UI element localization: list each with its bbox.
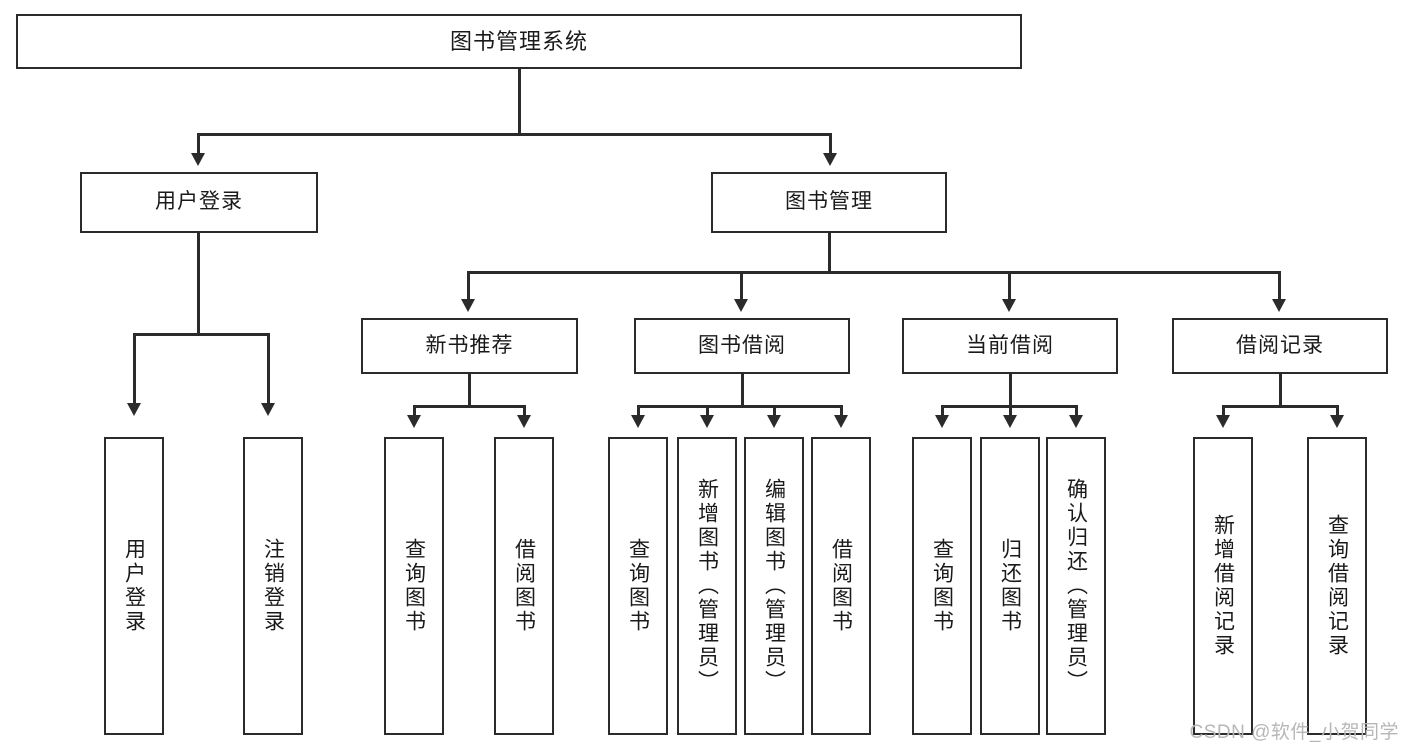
arrow-to-leaf-edit-book-admin xyxy=(767,415,781,428)
node-leaf-query-borrow-record[interactable]: 查询借阅记录 xyxy=(1307,437,1367,735)
connector-root-to-book-manage xyxy=(829,133,832,155)
connector-new-book-recommend-bus xyxy=(413,405,526,408)
node-borrow-record[interactable]: 借阅记录 xyxy=(1172,318,1388,374)
node-user-login[interactable]: 用户登录 xyxy=(80,172,318,233)
connector-cb-drop-1 xyxy=(941,405,944,417)
arrow-to-leaf-borrow-book xyxy=(834,415,848,428)
connector-root-to-user-login xyxy=(197,133,200,155)
connector-nbr-drop-1 xyxy=(413,405,416,417)
node-leaf-query-book-current[interactable]: 查询图书 xyxy=(912,437,972,735)
connector-user-login-drop-1 xyxy=(133,333,136,405)
connector-cb-drop-2 xyxy=(1009,405,1012,417)
node-book-manage[interactable]: 图书管理 xyxy=(711,172,947,233)
node-label: 编辑图书（管理员） xyxy=(762,478,786,694)
node-book-borrow[interactable]: 图书借阅 xyxy=(634,318,850,374)
node-label: 归还图书 xyxy=(998,538,1022,634)
connector-cb-drop-3 xyxy=(1075,405,1078,417)
node-label: 当前借阅 xyxy=(966,333,1054,357)
arrow-to-leaf-add-book-admin xyxy=(700,415,714,428)
connector-book-manage-drop-1 xyxy=(467,271,470,301)
arrow-to-current-borrow xyxy=(1002,299,1016,312)
connector-borrow-record-stem xyxy=(1279,374,1282,407)
arrow-to-leaf-borrow-book-rec xyxy=(517,415,531,428)
arrow-to-leaf-logout-login xyxy=(261,403,275,416)
node-label: 用户登录 xyxy=(155,190,243,214)
connector-book-manage-drop-2 xyxy=(740,271,743,301)
connector-user-login-stem xyxy=(197,233,200,335)
node-label: 图书借阅 xyxy=(698,333,786,357)
arrow-to-leaf-query-borrow-record xyxy=(1330,415,1344,428)
connector-bb-drop-2 xyxy=(706,405,709,417)
node-leaf-add-borrow-record[interactable]: 新增借阅记录 xyxy=(1193,437,1253,735)
arrow-to-book-borrow xyxy=(734,299,748,312)
node-leaf-query-book-rec[interactable]: 查询图书 xyxy=(384,437,444,735)
connector-bb-drop-1 xyxy=(637,405,640,417)
connector-bb-drop-3 xyxy=(773,405,776,417)
node-label: 用户登录 xyxy=(122,538,146,634)
arrow-to-leaf-query-book-borrow xyxy=(631,415,645,428)
node-new-book-recommend[interactable]: 新书推荐 xyxy=(361,318,578,374)
connector-bb-drop-4 xyxy=(840,405,843,417)
connector-br-drop-1 xyxy=(1222,405,1225,417)
node-label: 图书管理系统 xyxy=(449,28,588,54)
connector-nbr-drop-2 xyxy=(523,405,526,417)
connector-new-book-recommend-stem xyxy=(468,374,471,407)
node-label: 查询图书 xyxy=(930,538,954,634)
arrow-to-new-book-recommend xyxy=(461,299,475,312)
arrow-to-borrow-record xyxy=(1272,299,1286,312)
connector-root-bus xyxy=(197,133,831,136)
node-leaf-user-login[interactable]: 用户登录 xyxy=(104,437,164,735)
node-leaf-return-book[interactable]: 归还图书 xyxy=(980,437,1040,735)
connector-borrow-record-bus xyxy=(1222,405,1339,408)
arrow-to-book-manage xyxy=(823,153,837,166)
node-label: 借阅图书 xyxy=(829,538,853,634)
node-leaf-logout-login[interactable]: 注销登录 xyxy=(243,437,303,735)
connector-user-login-drop-2 xyxy=(267,333,270,405)
connector-root-stem xyxy=(518,69,521,135)
connector-book-borrow-stem xyxy=(741,374,744,407)
arrow-to-leaf-add-borrow-record xyxy=(1216,415,1230,428)
connector-br-drop-2 xyxy=(1336,405,1339,417)
node-label: 查询图书 xyxy=(626,538,650,634)
node-leaf-query-book-borrow[interactable]: 查询图书 xyxy=(608,437,668,735)
node-label: 确认归还（管理员） xyxy=(1064,478,1088,694)
arrow-to-leaf-query-book-rec xyxy=(407,415,421,428)
arrow-to-leaf-confirm-return-admin xyxy=(1069,415,1083,428)
node-label: 图书管理 xyxy=(785,190,873,214)
arrow-to-leaf-query-book-current xyxy=(935,415,949,428)
node-leaf-borrow-book-rec[interactable]: 借阅图书 xyxy=(494,437,554,735)
node-label: 查询借阅记录 xyxy=(1325,514,1349,658)
arrow-to-leaf-user-login xyxy=(127,403,141,416)
connector-book-manage-bus xyxy=(467,271,1280,274)
node-label: 借阅图书 xyxy=(512,538,536,634)
connector-current-borrow-stem xyxy=(1009,374,1012,407)
node-current-borrow[interactable]: 当前借阅 xyxy=(902,318,1118,374)
node-label: 新增借阅记录 xyxy=(1211,514,1235,658)
node-leaf-borrow-book[interactable]: 借阅图书 xyxy=(811,437,871,735)
node-label: 借阅记录 xyxy=(1236,333,1324,357)
node-label: 新书推荐 xyxy=(425,333,514,357)
arrow-to-leaf-return-book xyxy=(1003,415,1017,428)
connector-user-login-bus xyxy=(133,333,269,336)
arrow-to-user-login xyxy=(191,153,205,166)
node-root-book-management-system[interactable]: 图书管理系统 xyxy=(16,14,1022,69)
connector-book-manage-drop-3 xyxy=(1008,271,1011,301)
connector-book-borrow-bus xyxy=(637,405,841,408)
node-label: 查询图书 xyxy=(402,538,426,634)
connector-book-manage-drop-4 xyxy=(1278,271,1281,301)
connector-book-manage-stem xyxy=(828,233,831,273)
node-leaf-confirm-return-admin[interactable]: 确认归还（管理员） xyxy=(1046,437,1106,735)
node-label: 新增图书（管理员） xyxy=(695,478,719,694)
node-leaf-add-book-admin[interactable]: 新增图书（管理员） xyxy=(677,437,737,735)
node-label: 注销登录 xyxy=(261,538,285,634)
node-leaf-edit-book-admin[interactable]: 编辑图书（管理员） xyxy=(744,437,804,735)
